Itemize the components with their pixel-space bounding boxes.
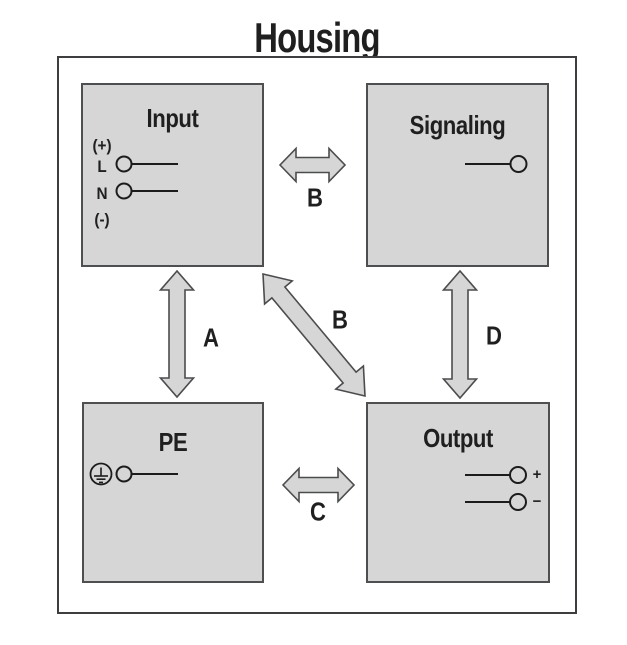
input-box-title: Input (146, 103, 199, 133)
arrow-label-b-diagonal: B (332, 304, 348, 335)
arrow-label-b-top: B (307, 182, 323, 213)
input-label-n: N (96, 184, 108, 203)
diagram-title: Housing (254, 14, 380, 61)
signaling-terminal-graphic (465, 155, 528, 173)
protective-earth-icon (89, 462, 113, 486)
pe-box: PE (82, 402, 264, 583)
signaling-terminal-connector (465, 155, 528, 173)
output-terminals-graphic (465, 466, 527, 511)
terminal-l-connector (115, 155, 178, 173)
output-label-plus: + (532, 466, 542, 483)
pe-terminal-graphic (89, 462, 178, 486)
input-label-plus: (+) (92, 136, 112, 155)
output-label-minus: − (532, 493, 542, 510)
input-box: Input (+) L N (-) (81, 83, 264, 267)
double-arrow-a (158, 269, 196, 399)
signaling-box-title: Signaling (409, 110, 506, 140)
pe-terminal-connector (115, 465, 178, 483)
output-plus-connector (465, 466, 527, 484)
arrow-label-d: D (486, 320, 502, 351)
arrow-label-c: C (310, 496, 326, 527)
double-arrow-d (441, 269, 479, 400)
output-box-title: Output (423, 423, 493, 453)
terminal-n-connector (115, 182, 178, 200)
pe-box-title: PE (158, 427, 188, 457)
signaling-box: Signaling (366, 83, 549, 267)
arrow-label-a: A (203, 322, 219, 353)
double-arrow-c (281, 466, 356, 504)
input-terminals-graphic (115, 155, 178, 200)
double-arrow-b-horizontal (278, 146, 347, 184)
output-minus-connector (465, 493, 527, 511)
double-arrow-b-diagonal (262, 272, 366, 398)
input-label-minus: (-) (94, 210, 110, 229)
output-box: Output + − (366, 402, 550, 583)
input-label-l: L (97, 157, 107, 176)
